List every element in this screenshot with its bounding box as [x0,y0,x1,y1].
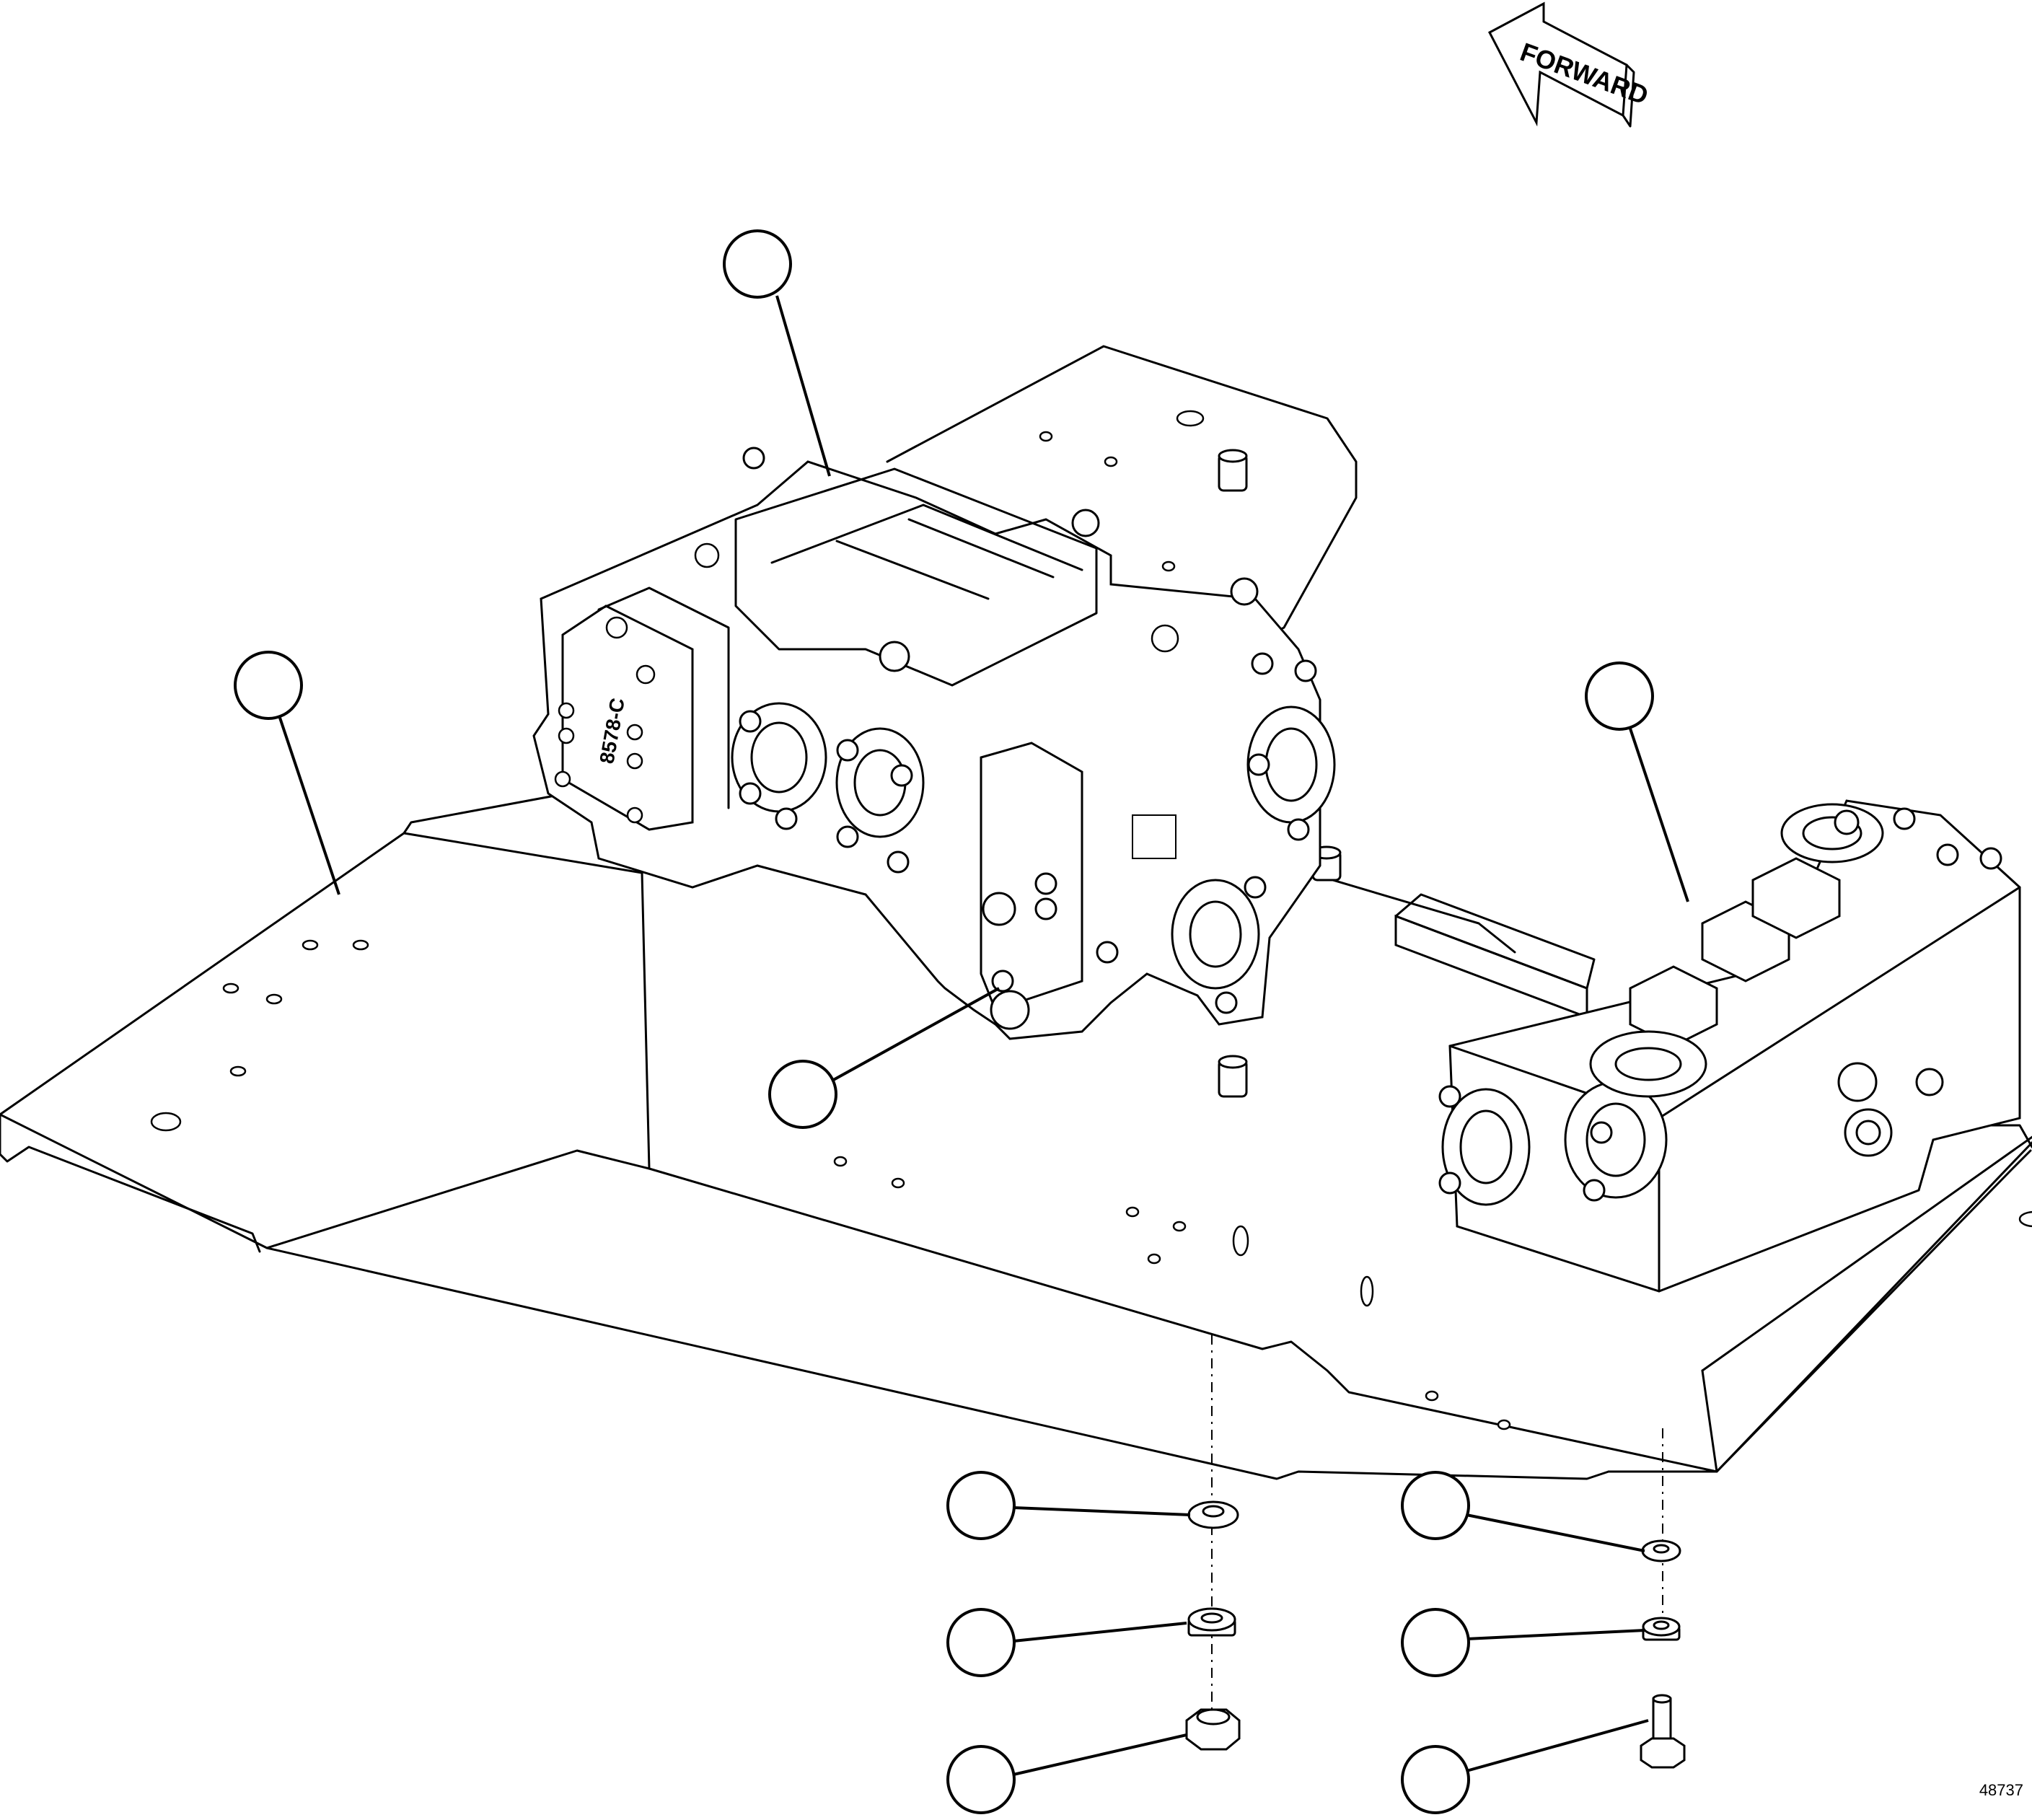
forward-arrow-icon: FORWARD [1487,1,1652,128]
callout-bubble [946,1745,1016,1814]
callout-bubble [234,651,303,720]
callout-bubble [946,1608,1016,1677]
hex-nut-left [1185,1708,1241,1751]
assembly-bolts [739,447,1317,1030]
hex-bolt-right [1640,1694,1686,1769]
chassis-frame [0,738,2032,1480]
hydraulic-valve-assembly: 8578-C [532,447,1336,1040]
callout-bubble [768,1060,837,1129]
flat-washer-right [1641,1539,1681,1562]
flat-washer-left [1187,1500,1239,1529]
figure-number: 48737 [1979,1781,2023,1799]
callout-bubble [946,1471,1016,1540]
lock-washer-left [1187,1607,1236,1637]
callout-bubble [1401,1745,1470,1814]
callout-bubbles [234,229,1689,1814]
callout-bubble [1401,1471,1470,1540]
callout-bubble [723,229,792,299]
callout-bubble [1585,661,1654,731]
fastener-hardware [1185,1335,1686,1769]
lock-washer-right [1642,1617,1681,1641]
callout-bubble [1401,1608,1470,1677]
manifold-block [1438,799,2021,1293]
